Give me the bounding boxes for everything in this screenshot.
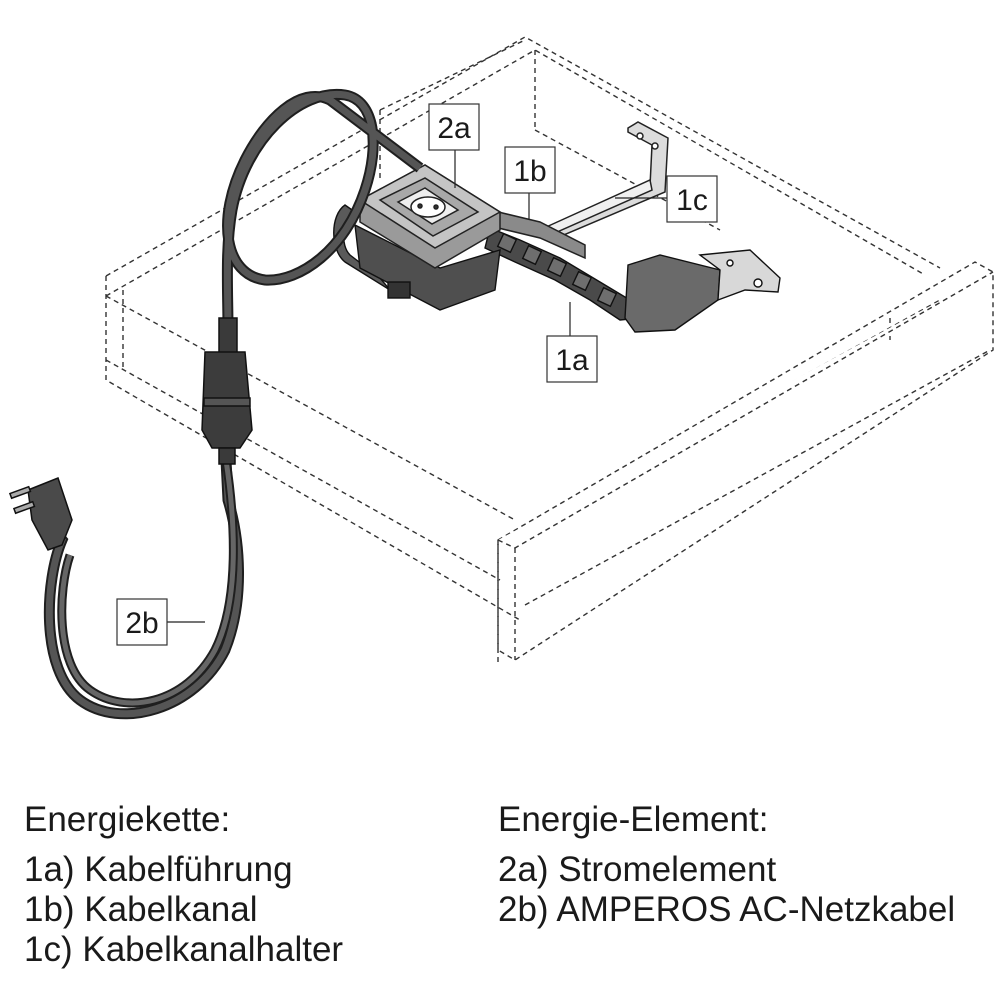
callout-1a: 1a (546, 335, 598, 383)
callout-1b: 1b (504, 146, 556, 194)
drawer-front (497, 261, 994, 662)
callout-2b: 2b (116, 598, 168, 646)
ac-power-cable (40, 88, 424, 720)
cable-guide-chain (333, 204, 781, 333)
svg-text:1a: 1a (555, 344, 589, 377)
legend-title-energy-chain: Energiekette: (24, 800, 231, 839)
drawer-illustration: 2a 1b 1c 1a 2b (8, 36, 994, 720)
cable-channel-holder (542, 121, 669, 241)
svg-text:2a: 2a (437, 112, 471, 145)
cable-connector (201, 317, 253, 465)
svg-text:1b: 1b (513, 155, 546, 188)
legend-item-2a: 2a) Stromelement (498, 850, 777, 889)
power-socket-element (358, 164, 502, 269)
schuko-plug (8, 477, 73, 551)
legend-energy-chain: Energiekette: 1a) Kabelführung 1b) Kabel… (24, 800, 343, 970)
callout-1c: 1c (666, 175, 718, 223)
legend-item-1b: 1b) Kabelkanal (24, 890, 258, 929)
svg-text:1c: 1c (676, 184, 708, 217)
legend-item-2b: 2b) AMPEROS AC-Netzkabel (498, 890, 956, 929)
legend-item-1a: 1a) Kabelführung (24, 850, 293, 889)
legend-energy-element: Energie-Element: 2a) Stromelement 2b) AM… (498, 800, 955, 930)
svg-text:2b: 2b (125, 607, 158, 640)
callout-2a: 2a (428, 103, 480, 151)
legend-item-1c: 1c) Kabelkanalhalter (24, 930, 344, 969)
legend-title-energy-element: Energie-Element: (498, 800, 769, 839)
callout-leaders (167, 150, 668, 623)
